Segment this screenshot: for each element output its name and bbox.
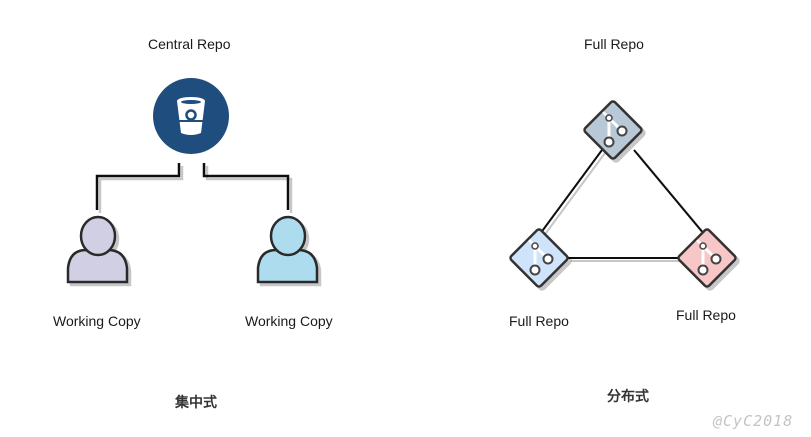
user-icon-right [256, 215, 319, 284]
distributed-caption: 分布式 [607, 389, 649, 405]
full-repo-left[interactable] [509, 228, 569, 288]
connector-left [95, 163, 181, 210]
user-icon-left [66, 215, 129, 284]
full-repo-right-label: Full Repo [676, 307, 736, 323]
central-repo-node[interactable] [153, 78, 229, 154]
central-connectors [95, 163, 290, 210]
centralized-caption: 集中式 [175, 395, 217, 411]
full-repo-left-label: Full Repo [509, 313, 569, 329]
central-repo-label: Central Repo [148, 36, 231, 52]
working-copy-right-label: Working Copy [245, 313, 333, 329]
edge-top-right [633, 149, 705, 235]
bucket-icon [177, 97, 205, 135]
connector-right [202, 163, 290, 210]
full-repo-right[interactable] [677, 228, 737, 288]
edge-top-left [539, 149, 603, 235]
distributed-connectors [539, 149, 705, 259]
full-repo-top[interactable] [583, 100, 643, 160]
full-repo-top-label: Full Repo [584, 36, 644, 52]
watermark: @CyC2018 [713, 412, 794, 430]
working-copy-left-label: Working Copy [53, 313, 141, 329]
